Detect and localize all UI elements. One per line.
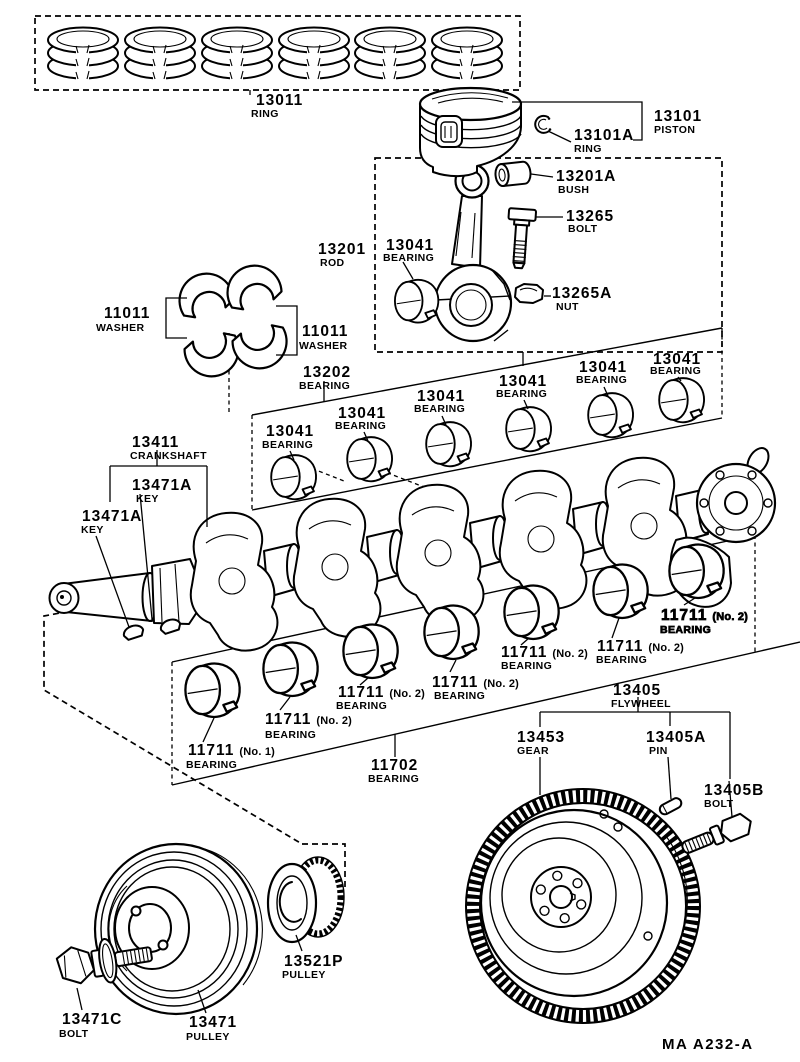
label-pin-num: 13405A — [646, 729, 706, 746]
label-washer-right-name: WASHER — [299, 340, 348, 352]
label-piston-name: PISTON — [654, 124, 695, 136]
label-crankshaft-num: 13411 — [132, 434, 179, 451]
label-bush-name: BUSH — [558, 184, 589, 196]
label-piston-ring-num: 13101A — [574, 127, 634, 144]
label-rod-bearing-num: 13041 — [386, 237, 434, 254]
label-timing-pulley-name: PULLEY — [282, 969, 326, 981]
rod-bolt-drawing — [507, 207, 537, 270]
label-main-bearing-3-name: BEARING — [434, 690, 485, 702]
label-key-a-name: KEY — [136, 493, 159, 505]
label-rod-bearing-3-num: 13041 — [499, 373, 547, 390]
label-pulley-name: PULLEY — [186, 1031, 230, 1043]
label-rod-bearing-5-name: BEARING — [650, 365, 701, 377]
pin-drawing — [658, 797, 683, 816]
snap-ring-drawing — [534, 114, 552, 134]
label-main-bearing-1-num: 11711(No. 2) — [265, 711, 352, 728]
label-main-bearing-2-name: BEARING — [336, 700, 387, 712]
label-main-bearing-3-num: 11711(No. 2) — [432, 674, 519, 691]
bush-drawing — [494, 160, 532, 188]
label-main-bearing-0-num: 11711(No. 1) — [188, 742, 275, 759]
rod-box — [374, 157, 723, 353]
label-main-bearing-6-name: BEARING — [660, 624, 711, 636]
label-main-bearing-4-name: BEARING — [501, 660, 552, 672]
label-key-a-num: 13471A — [132, 477, 192, 494]
timing-pulley-box — [302, 843, 346, 890]
label-rod-num: 13201 — [318, 241, 366, 258]
label-main-bearing-set-num: 11702 — [371, 757, 418, 774]
footer-code: MA A232-A — [662, 1036, 754, 1053]
label-key-b-name: KEY — [81, 524, 104, 536]
label-gear-name: GEAR — [517, 745, 549, 757]
pulley-bolt-drawing — [55, 937, 153, 985]
label-flywheel-num: 13405 — [613, 682, 661, 699]
label-main-bearing-set-name: BEARING — [368, 773, 419, 785]
label-main-bearing-4-num: 11711(No. 2) — [501, 644, 588, 661]
timing-pulley-drawing — [266, 856, 345, 944]
label-rod-bearing-0-num: 13041 — [266, 423, 314, 440]
label-flywheel-bolt-num: 13405B — [704, 782, 764, 799]
ring-set-box — [34, 15, 521, 91]
label-main-bearing-6-num: 11711(No. 2) — [661, 607, 748, 624]
label-rod-bearing-set-name: BEARING — [299, 380, 350, 392]
label-ring-set-name: RING — [251, 108, 279, 120]
label-rod-nut-num: 13265A — [552, 285, 612, 302]
label-ring-set-num: 13011 — [256, 92, 303, 109]
label-washer-left-num: 11011 — [104, 305, 150, 322]
label-washer-left-name: WASHER — [96, 322, 145, 334]
label-crankshaft-name: CRANKSHAFT — [130, 450, 207, 462]
label-rod-bearing-3-name: BEARING — [496, 388, 547, 400]
label-pulley-bolt-num: 13471C — [62, 1011, 122, 1028]
piston-drawing — [418, 86, 523, 178]
flywheel-bolt-drawing — [681, 812, 752, 854]
label-rod-bearing-0-name: BEARING — [262, 439, 313, 451]
washer-drawings — [165, 257, 298, 384]
label-pin-name: PIN — [649, 745, 668, 757]
ring-set-drawing — [48, 28, 502, 81]
label-main-bearing-0-name: BEARING — [186, 759, 237, 771]
label-gear-num: 13453 — [517, 729, 565, 746]
label-main-bearing-2-num: 11711(No. 2) — [338, 684, 425, 701]
label-rod-bearing-1-name: BEARING — [335, 420, 386, 432]
label-rod-bearing-set-num: 13202 — [303, 364, 351, 381]
pulley-drawing — [93, 842, 263, 1016]
label-rod-name: ROD — [320, 257, 345, 269]
label-piston-num: 13101 — [654, 108, 702, 125]
label-rod-bearing-2-name: BEARING — [414, 403, 465, 415]
label-rod-bearing-4-name: BEARING — [576, 374, 627, 386]
label-flywheel-name: FLYWHEEL — [611, 698, 671, 710]
rod-drawing — [394, 160, 544, 343]
label-rod-bolt-name: BOLT — [568, 223, 598, 235]
label-main-bearing-5-num: 11711(No. 2) — [597, 638, 684, 655]
flywheel-drawing — [465, 788, 701, 1024]
leader-lines — [76, 90, 733, 1014]
labels: 13011 RING 13101A RING 13101 PISTON 1320… — [59, 92, 764, 1053]
label-main-bearing-5-name: BEARING — [596, 654, 647, 666]
label-rod-bolt-num: 13265 — [566, 208, 614, 225]
label-rod-bearing-name: BEARING — [383, 252, 434, 264]
label-washer-right-num: 11011 — [302, 323, 348, 340]
label-rod-bearing-2-num: 13041 — [417, 388, 465, 405]
label-pulley-num: 13471 — [189, 1014, 237, 1031]
label-rod-bearing-1-num: 13041 — [338, 405, 386, 422]
label-key-b-num: 13471A — [82, 508, 142, 525]
label-rod-bearing-4-num: 13041 — [579, 359, 627, 376]
key-drawings — [122, 618, 182, 641]
rod-nut-drawing — [514, 283, 544, 304]
label-timing-pulley-num: 13521P — [284, 953, 343, 970]
label-flywheel-bolt-name: BOLT — [704, 798, 734, 810]
label-piston-ring-name: RING — [574, 143, 602, 155]
label-main-bearing-1-name: BEARING — [265, 729, 316, 741]
label-rod-nut-name: NUT — [556, 301, 579, 313]
label-bush-num: 13201A — [556, 168, 616, 185]
label-rod-bearing-5-num: 13041 — [653, 351, 701, 368]
label-pulley-bolt-name: BOLT — [59, 1028, 89, 1040]
